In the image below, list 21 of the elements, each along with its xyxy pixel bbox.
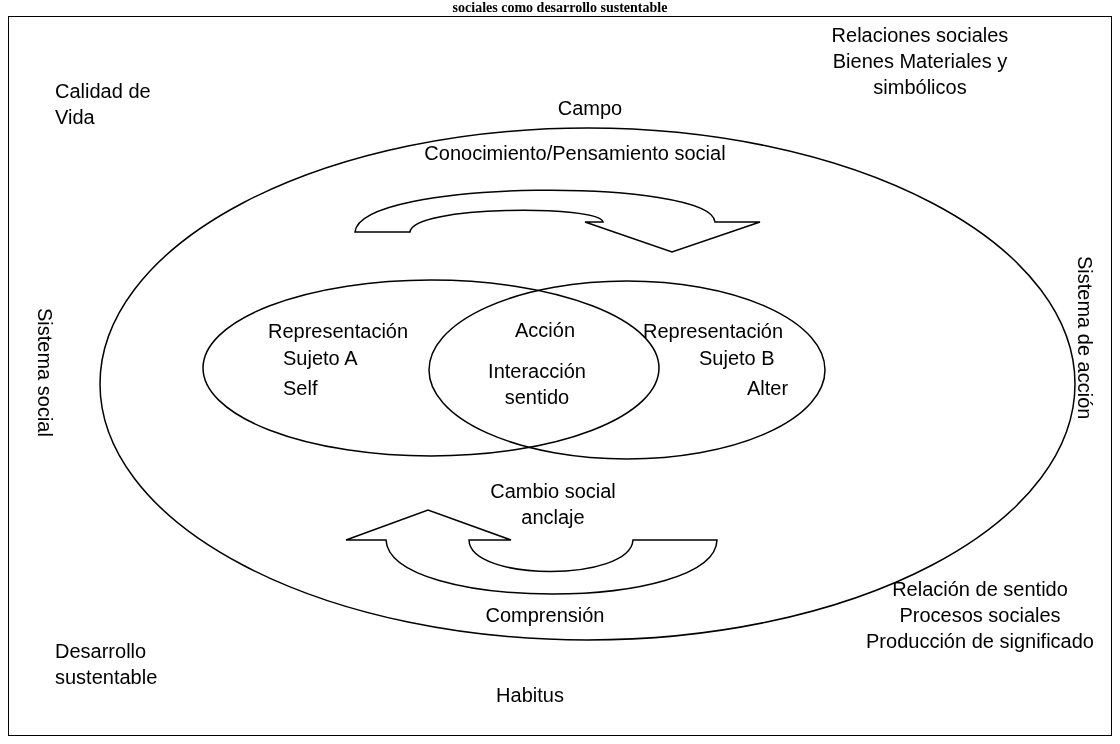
node-text: Cambio social anclaje — [489, 479, 617, 530]
region-label: Interacción sentido — [487, 359, 587, 410]
region-label: Calidad de Vida — [55, 79, 152, 130]
node-text: Representación — [643, 319, 784, 344]
region-label: Sistema de acción — [1073, 256, 1097, 420]
diagram-title: sociales como desarrollo sustentable — [452, 0, 668, 16]
region-label: Relación de sentido Procesos sociales Producción de significado — [865, 577, 1095, 654]
region-label: Campo — [557, 96, 623, 121]
node-text: Sujeto A — [283, 346, 358, 371]
region-label: Habitus — [496, 683, 564, 708]
region-label: Desarrollo sustentable — [55, 639, 159, 690]
node-text: Conocimiento/Pensamiento social — [424, 141, 726, 166]
region-label: Sistema social — [33, 308, 57, 437]
node-text: Alter — [747, 376, 789, 401]
ellipse-region — [429, 281, 825, 459]
node-text: Sujeto B — [699, 346, 775, 371]
node-text: Self — [283, 376, 318, 401]
region-label: Relaciones sociales Bienes Materiales y simbólicos — [830, 23, 1010, 100]
node-text: Representación — [268, 319, 409, 344]
node-text: Comprensión — [485, 603, 605, 628]
region-label: Acción — [515, 318, 575, 343]
